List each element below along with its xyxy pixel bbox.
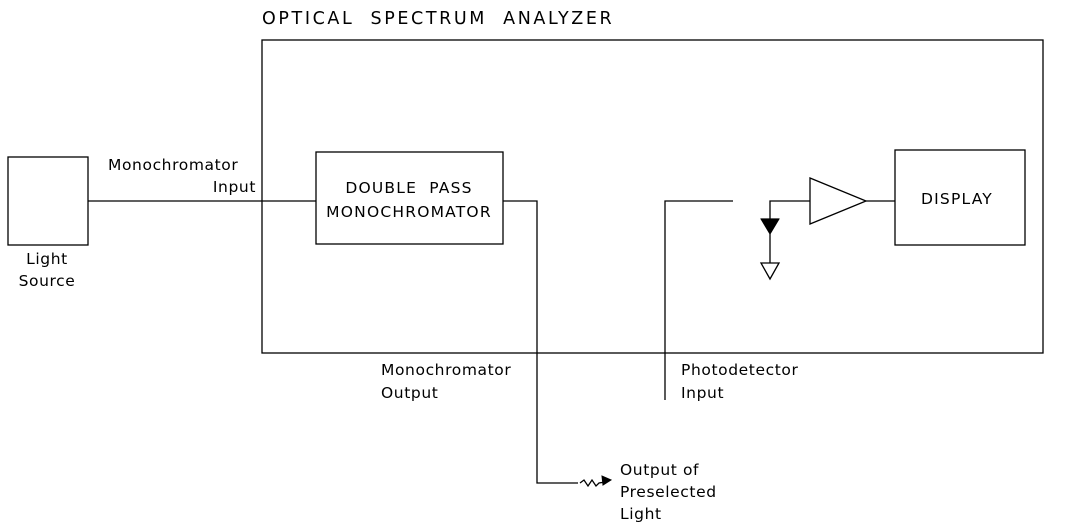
photodetector-input-line xyxy=(664,200,733,400)
diagram-title: OPTICAL SPECTRUM ANALYZER xyxy=(262,9,614,29)
light-source-box xyxy=(7,156,89,246)
monochromator-output-label-line1: Monochromator xyxy=(381,361,511,379)
monochromator-input-label-line2: Input xyxy=(213,178,256,196)
monochromator-output-line xyxy=(503,200,578,484)
photodiode-icon xyxy=(760,200,810,263)
monochromator-box-label-line1: DOUBLE PASS xyxy=(345,179,472,197)
amplifier-icon xyxy=(809,177,868,225)
display-label: DISPLAY xyxy=(921,190,993,208)
monochromator-input-label-line1: Monochromator xyxy=(108,156,238,174)
monochromator-output-label-line2: Output xyxy=(381,384,438,402)
display-box xyxy=(894,149,1026,246)
ground-icon xyxy=(759,262,781,281)
photodetector-input-label-line1: Photodetector xyxy=(681,361,798,379)
preselected-output-label-line3: Light xyxy=(620,505,662,523)
light-source-label-line2: Source xyxy=(19,272,76,290)
preselected-output-label-line1: Output of xyxy=(620,461,699,479)
preselected-light-arrow xyxy=(579,475,613,488)
monochromator-box-label-line2: MONOCHROMATOR xyxy=(326,203,492,221)
preselected-output-label-line2: Preselected xyxy=(620,483,717,501)
analyzer-enclosure xyxy=(261,39,1044,354)
light-source-label-line1: Light xyxy=(26,250,68,268)
monochromator-box xyxy=(315,151,504,245)
photodetector-input-label-line2: Input xyxy=(681,384,724,402)
